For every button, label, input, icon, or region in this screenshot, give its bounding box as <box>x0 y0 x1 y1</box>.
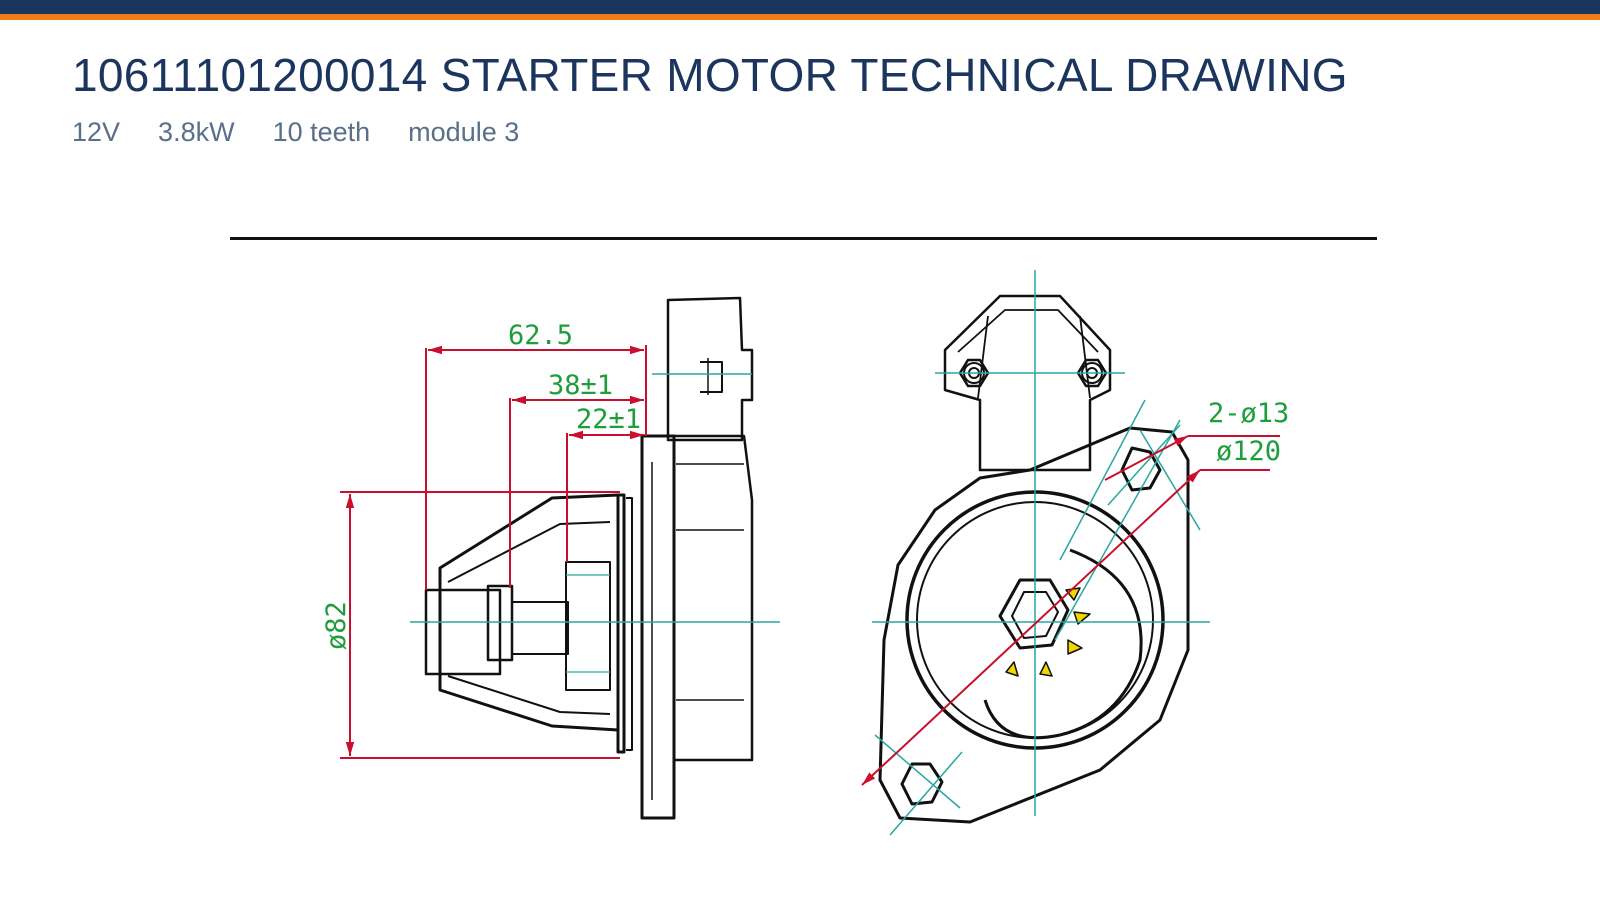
side-dimensions <box>340 345 647 759</box>
dim-label-bolt-holes: 2-ø13 <box>1208 398 1289 429</box>
front-view <box>872 270 1210 836</box>
dim-label-bolt-circle: ø120 <box>1216 436 1281 467</box>
spec-module: module 3 <box>408 117 520 147</box>
dim-label-62-5: 62.5 <box>508 320 573 351</box>
front-centerlines <box>872 270 1210 836</box>
dim-label-22: 22±1 <box>576 404 641 435</box>
side-nose-housing <box>438 493 619 732</box>
header-accent-bar <box>0 14 1600 20</box>
dim-line-bolt-holes <box>1104 435 1189 481</box>
side-housing <box>672 434 754 762</box>
spec-list: 12V 3.8kW 10 teeth module 3 <box>72 117 519 148</box>
side-view <box>410 296 780 820</box>
side-dimension-labels: 62.5 38±1 22±1 ø82 <box>321 320 641 650</box>
page-title: 10611101200014 STARTER MOTOR TECHNICAL D… <box>72 49 1348 101</box>
side-terminal-body <box>666 296 754 442</box>
front-terminal-arch <box>943 294 1112 472</box>
spec-power: 3.8kW <box>158 117 235 147</box>
divider-line <box>230 237 1377 240</box>
side-pinion-shaft <box>424 588 502 676</box>
spec-voltage: 12V <box>72 117 121 147</box>
dim-line-bolt-circle <box>861 469 1201 786</box>
side-flange <box>640 434 676 820</box>
front-dimension-labels: 2-ø13 ø120 <box>1208 398 1289 467</box>
dim-label-38: 38±1 <box>548 370 613 401</box>
header-top-bar <box>0 0 1600 14</box>
front-dimensions <box>861 435 1280 786</box>
dim-label-dia82: ø82 <box>321 601 352 650</box>
spec-teeth: 10 teeth <box>272 117 371 147</box>
